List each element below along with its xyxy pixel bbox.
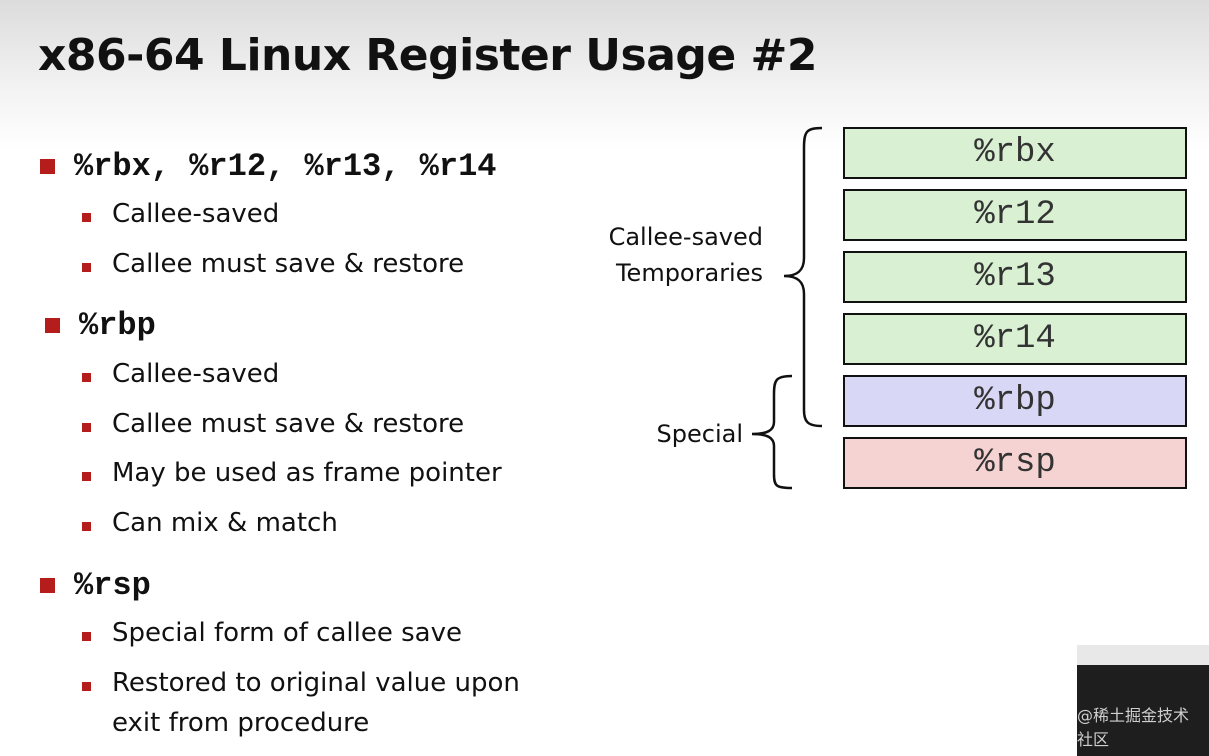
bullet-heading-rsp: %rsp: [40, 567, 151, 604]
sub-bullet-text: May be used as frame pointer: [112, 458, 502, 488]
sub-bullet-text: Can mix & match: [112, 508, 338, 538]
sub-bullet-square-icon: [82, 263, 91, 272]
sub-bullet: Callee-saved: [82, 199, 279, 234]
sub-bullet: Callee must save & restore: [82, 409, 464, 444]
sub-bullet-text: Special form of callee save: [112, 618, 462, 648]
bullet-square-icon: [40, 578, 55, 593]
special-label: Special: [656, 420, 743, 448]
sub-bullet-text: Callee must save & restore: [112, 249, 465, 279]
register-rbp: %rbp: [843, 375, 1187, 427]
register-r14: %r14: [843, 313, 1187, 365]
sub-bullet: Restored to original value upon exit fro…: [82, 668, 552, 743]
bullet-square-icon: [45, 318, 60, 333]
bullet-square-icon: [40, 159, 55, 174]
sub-bullet-text: Restored to original value upon exit fro…: [112, 668, 520, 738]
special-brace: [751, 374, 793, 490]
register-r13: %r13: [843, 251, 1187, 303]
sub-bullet-square-icon: [82, 373, 91, 382]
sub-bullet-square-icon: [82, 213, 91, 222]
sub-bullet: Can mix & match: [82, 508, 338, 543]
sub-bullet-square-icon: [82, 682, 91, 691]
sub-bullet: Callee-saved: [82, 359, 279, 394]
video-thumbnail: @稀土掘金技术社区: [1077, 645, 1209, 756]
sub-bullet-square-icon: [82, 632, 91, 641]
sub-bullet-square-icon: [82, 423, 91, 432]
callee-saved-label-line2: Temporaries: [615, 259, 763, 287]
callee-saved-label: Callee-saved Temporaries: [600, 219, 763, 291]
sub-bullet-square-icon: [82, 522, 91, 531]
heading-text: %rsp: [74, 567, 151, 604]
heading-text: %rbp: [79, 307, 156, 344]
watermark-text: @稀土掘金技术社区: [1077, 706, 1190, 749]
sub-bullet: May be used as frame pointer: [82, 458, 502, 493]
slide-title: x86-64 Linux Register Usage #2: [38, 30, 818, 81]
sub-bullet: Special form of callee save: [82, 618, 462, 653]
bullet-heading-rbp: %rbp: [45, 307, 156, 344]
register-rsp: %rsp: [843, 437, 1187, 489]
thumbnail-ceiling: [1077, 645, 1209, 665]
sub-bullet-text: Callee-saved: [112, 359, 280, 389]
sub-bullet: Callee must save & restore: [82, 249, 464, 284]
callee-saved-brace: [783, 126, 823, 428]
register-r12: %r12: [843, 189, 1187, 241]
callee-saved-label-line1: Callee-saved: [608, 223, 763, 251]
sub-bullet-square-icon: [82, 472, 91, 481]
sub-bullet-text: Callee must save & restore: [112, 409, 465, 439]
bullet-heading-callee-regs: %rbx, %r12, %r13, %r14: [40, 148, 496, 185]
heading-text: %rbx, %r12, %r13, %r14: [74, 148, 497, 185]
register-rbx: %rbx: [843, 127, 1187, 179]
sub-bullet-text: Callee-saved: [112, 199, 280, 229]
